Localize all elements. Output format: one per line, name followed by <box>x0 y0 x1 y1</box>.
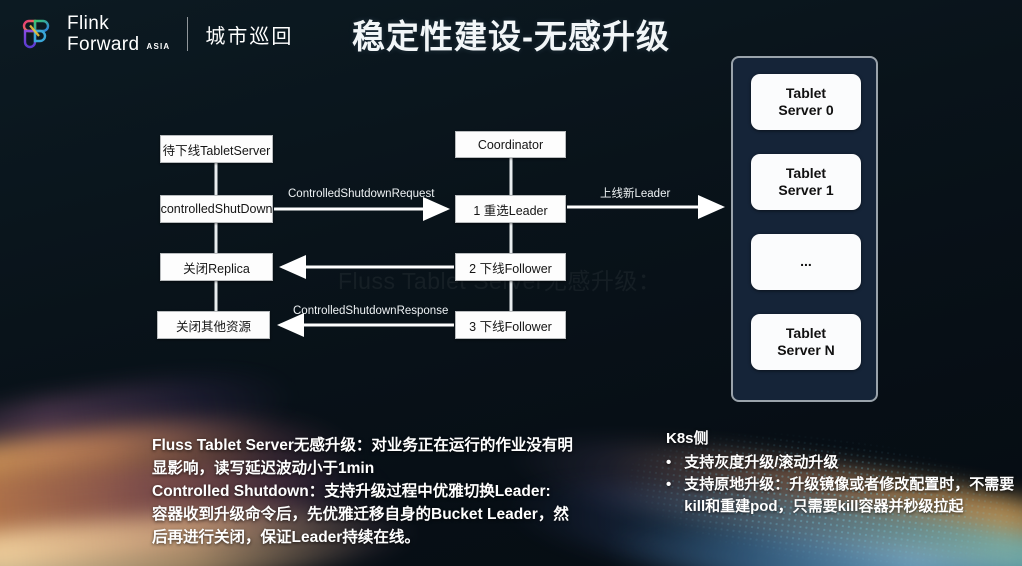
notes-right-heading: K8s侧 <box>666 430 709 447</box>
notes-right-bullet-1-text: 支持灰度升级/滚动升级 <box>684 454 839 471</box>
notes-left-line-5: 后再进行关闭，保证Leader持续在线。 <box>152 529 420 546</box>
brand-line-1: Flink <box>67 13 110 34</box>
notes-left-line-2: 显影响，读写延迟波动小于1min <box>152 460 375 477</box>
brand-line-2: Forward <box>67 34 140 55</box>
node-offline-follower-3[interactable]: 3 下线Follower <box>455 311 566 339</box>
brand-wordmark: Flink Forward ASIA <box>67 14 170 54</box>
notes-left-block: Fluss Tablet Server无感升级：对业务正在运行的作业没有明 显影… <box>152 434 628 549</box>
notes-right-block: K8s侧 • 支持灰度升级/滚动升级 • 支持原地升级：升级镜像或者修改配置时，… <box>666 428 1016 518</box>
notes-left-line-4: 容器收到升级命令后，先优雅迁移自身的Bucket Leader，然 <box>152 506 569 523</box>
node-offline-follower-2[interactable]: 2 下线Follower <box>455 253 566 281</box>
notes-right-bullet-1: • 支持灰度升级/滚动升级 <box>666 452 1016 474</box>
notes-right-bullet-2-text: 支持原地升级：升级镜像或者修改配置时，不需要kill和重建pod，只需要kill… <box>684 476 1015 515</box>
flink-forward-logo-icon <box>18 16 54 52</box>
brand-region-label: ASIA <box>146 42 171 51</box>
node-close-replica[interactable]: 关闭Replica <box>160 253 273 281</box>
bullet-point-icon: • <box>666 454 672 471</box>
notes-left-line-3: Controlled Shutdown：支持升级过程中优雅切换Leader: <box>152 483 551 500</box>
brand-header: Flink Forward ASIA 城市巡回 <box>18 14 293 54</box>
edge-label-new-leader-online: 上线新Leader <box>600 188 671 200</box>
tablet-server-ellipsis[interactable]: ... <box>751 234 861 290</box>
notes-right-bullet-2: • 支持原地升级：升级镜像或者修改配置时，不需要kill和重建pod，只需要ki… <box>666 474 1016 518</box>
node-close-other-resources[interactable]: 关闭其他资源 <box>157 311 270 339</box>
node-controlled-shutdown[interactable]: controlledShutDown <box>160 195 273 223</box>
ribbon-white-right <box>600 515 1022 566</box>
notes-left-line-1: Fluss Tablet Server无感升级：对业务正在运行的作业没有明 <box>152 437 573 454</box>
page-title: 稳定性建设-无感升级 <box>352 18 670 55</box>
edge-label-shutdown-response: ControlledShutdownResponse <box>293 305 449 317</box>
bullet-point-icon: • <box>666 476 672 493</box>
edge-label-shutdown-request: ControlledShutdownRequest <box>288 188 435 200</box>
header-divider <box>187 17 189 51</box>
node-tabletserver-offline[interactable]: 待下线TabletServer <box>160 135 273 163</box>
node-coordinator[interactable]: Coordinator <box>455 131 566 158</box>
brand-chinese-label: 城市巡回 <box>205 25 294 48</box>
node-reelect-leader[interactable]: 1 重选Leader <box>455 195 566 223</box>
